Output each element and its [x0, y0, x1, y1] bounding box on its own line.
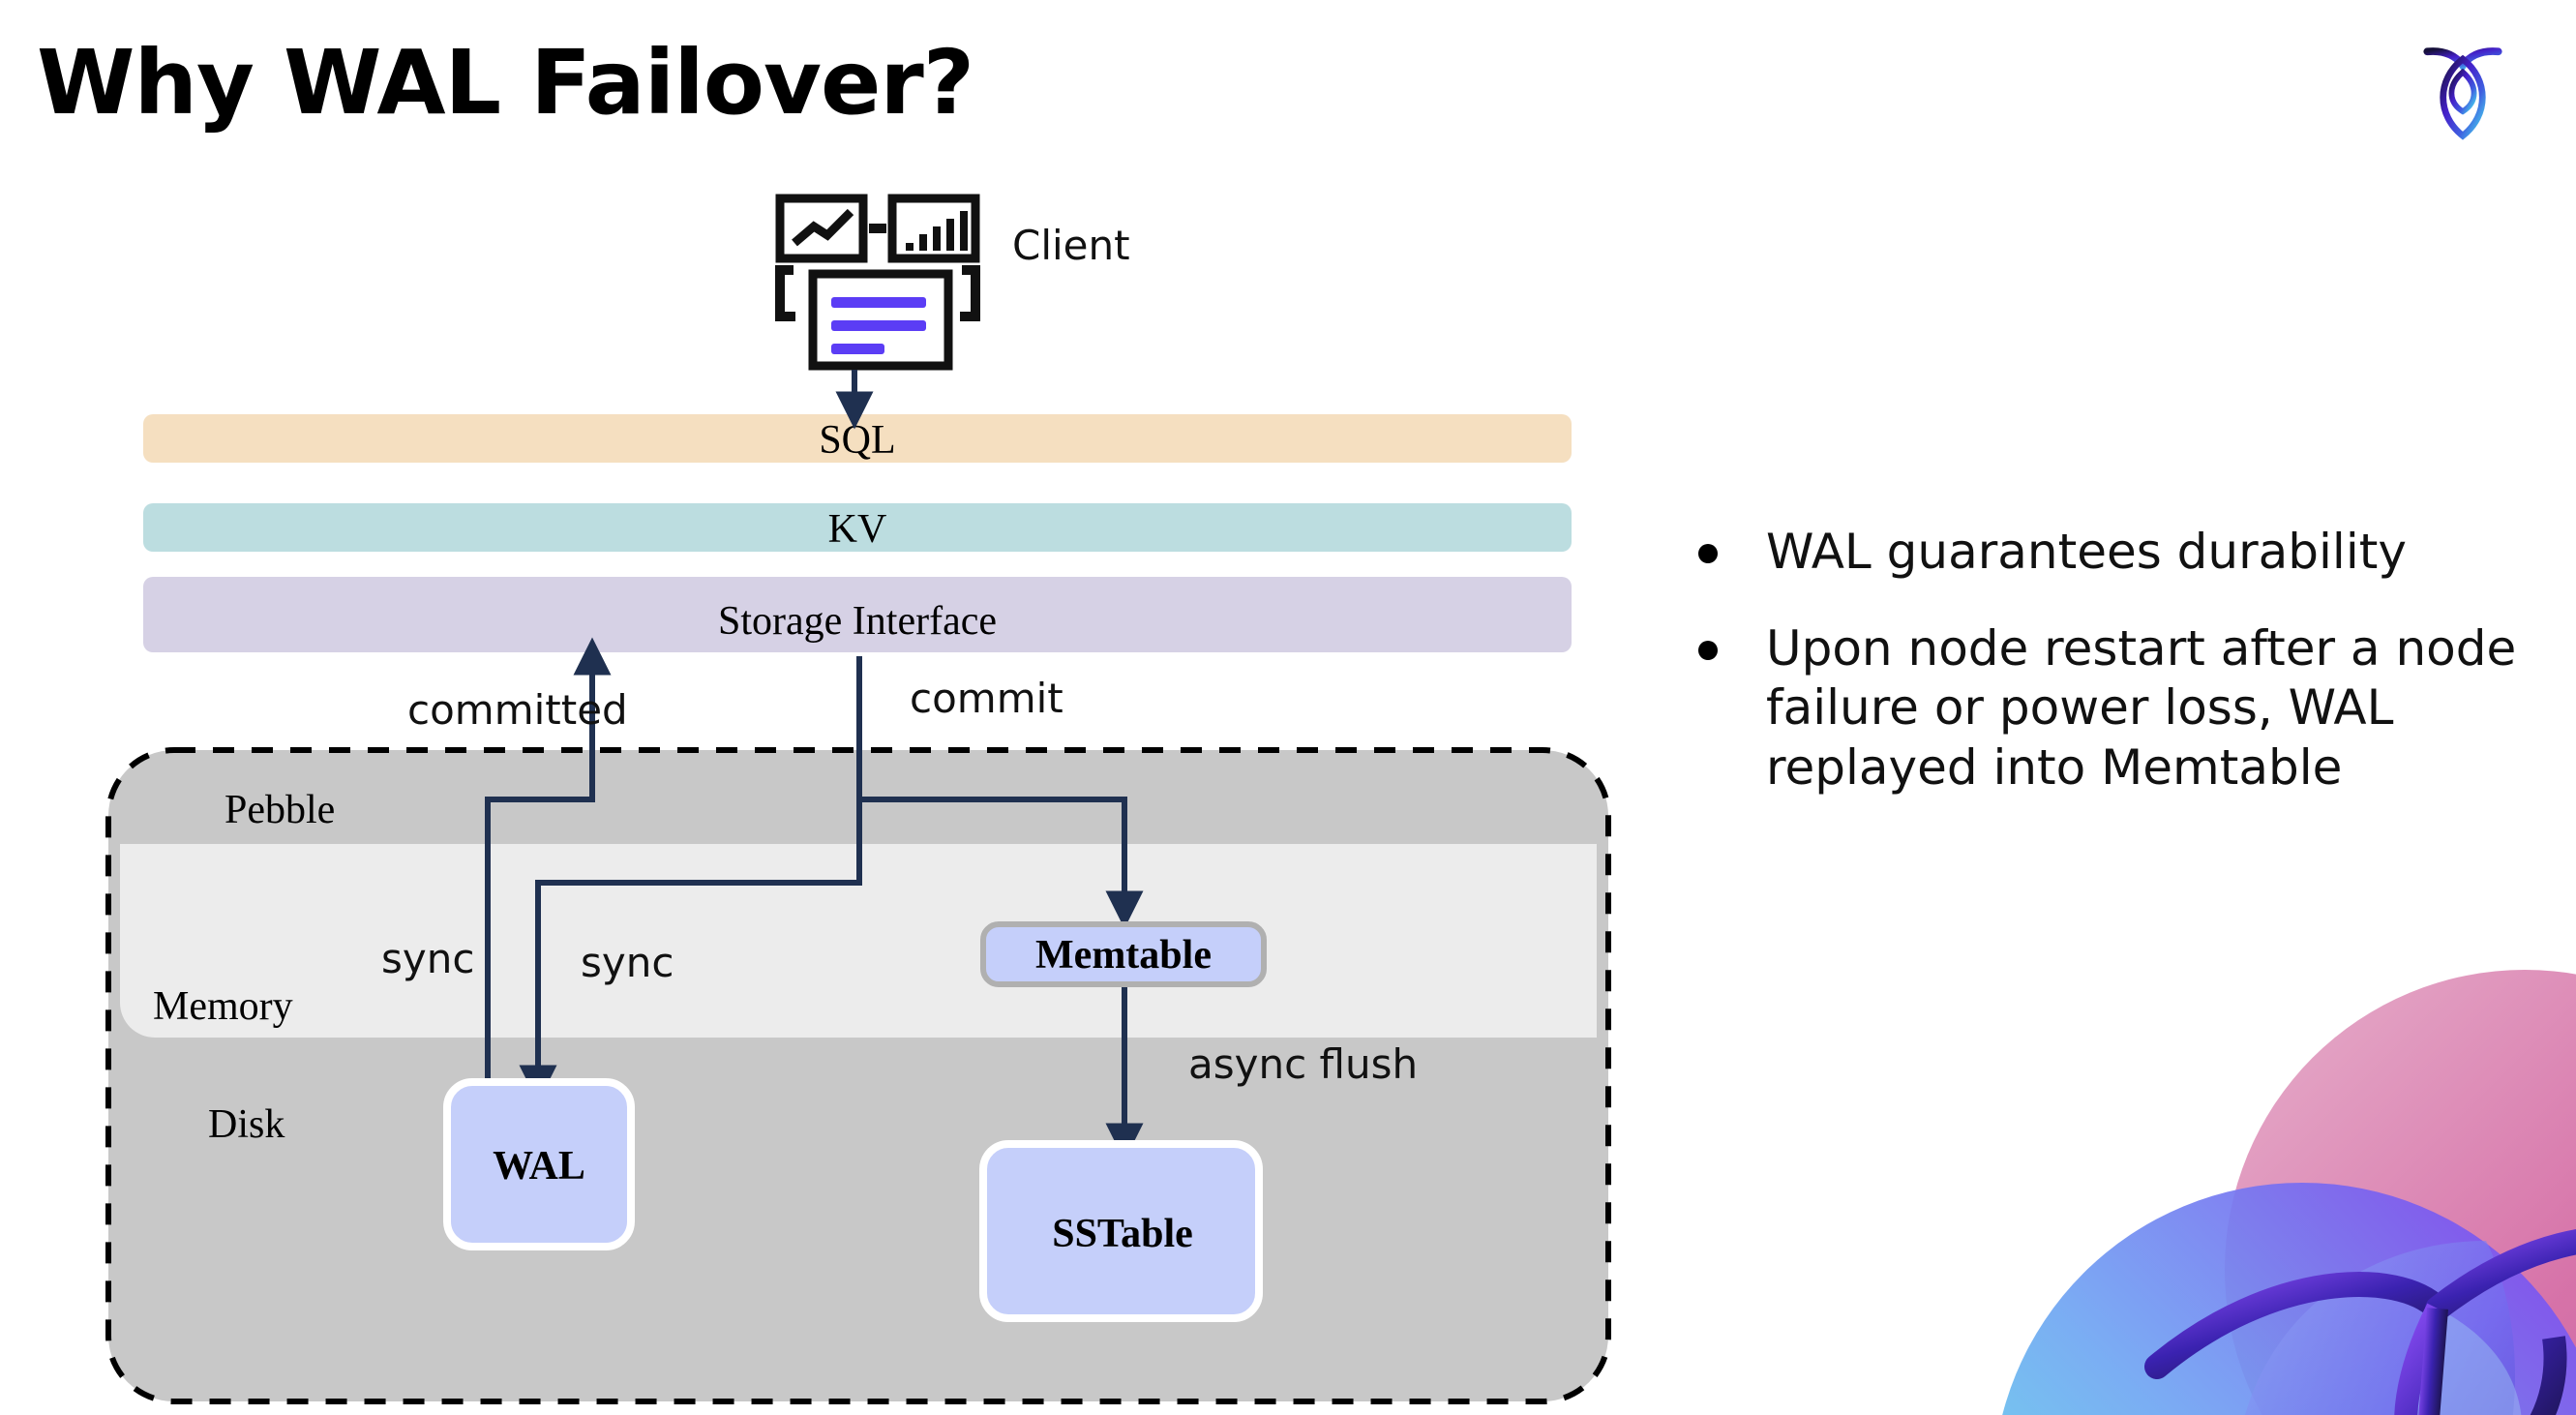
bullet-dot-icon — [1698, 640, 1718, 660]
node-wal[interactable] — [443, 1078, 635, 1250]
list-item: Upon node restart after a node failure o… — [1698, 619, 2550, 798]
node-label-memtable: Memtable — [1035, 933, 1212, 978]
bullet-text: Upon node restart after a node failure o… — [1766, 619, 2517, 796]
layer-bar-storage[interactable] — [143, 577, 1572, 652]
bullet-list: WAL guarantees durability Upon node rest… — [1698, 523, 2550, 834]
layer-bar-sql[interactable] — [143, 414, 1572, 463]
layer-label-kv: KV — [828, 507, 887, 552]
edge-committed — [485, 637, 612, 1173]
layer-label-sql: SQL — [819, 418, 895, 463]
edge-sync-to-wal — [519, 656, 862, 1103]
layer-bar-kv[interactable] — [143, 503, 1572, 552]
client-label: Client — [1012, 222, 1130, 269]
cockroach-logo-icon — [2423, 47, 2502, 140]
pebble-label: Pebble — [225, 788, 335, 832]
bullet-text: WAL guarantees durability — [1766, 524, 2407, 580]
edge-label-async-flush: async flush — [1188, 1040, 1418, 1088]
node-sstable[interactable] — [979, 1140, 1263, 1322]
disk-label: Disk — [208, 1102, 285, 1147]
layer-label-storage: Storage Interface — [718, 599, 997, 644]
list-item: WAL guarantees durability — [1698, 523, 2550, 583]
edge-label-sync-right: sync — [581, 939, 674, 986]
page-title: Why WAL Failover? — [37, 31, 974, 135]
client-icon — [775, 194, 980, 371]
bullet-dot-icon — [1698, 544, 1718, 563]
edge-label-committed: committed — [407, 686, 628, 734]
edge-label-commit: commit — [910, 675, 1063, 722]
node-label-wal: WAL — [493, 1144, 585, 1189]
node-memtable[interactable] — [980, 921, 1267, 987]
edge-label-sync-left: sync — [381, 935, 474, 982]
memory-label: Memory — [153, 984, 293, 1029]
node-label-sstable: SSTable — [1052, 1212, 1193, 1256]
